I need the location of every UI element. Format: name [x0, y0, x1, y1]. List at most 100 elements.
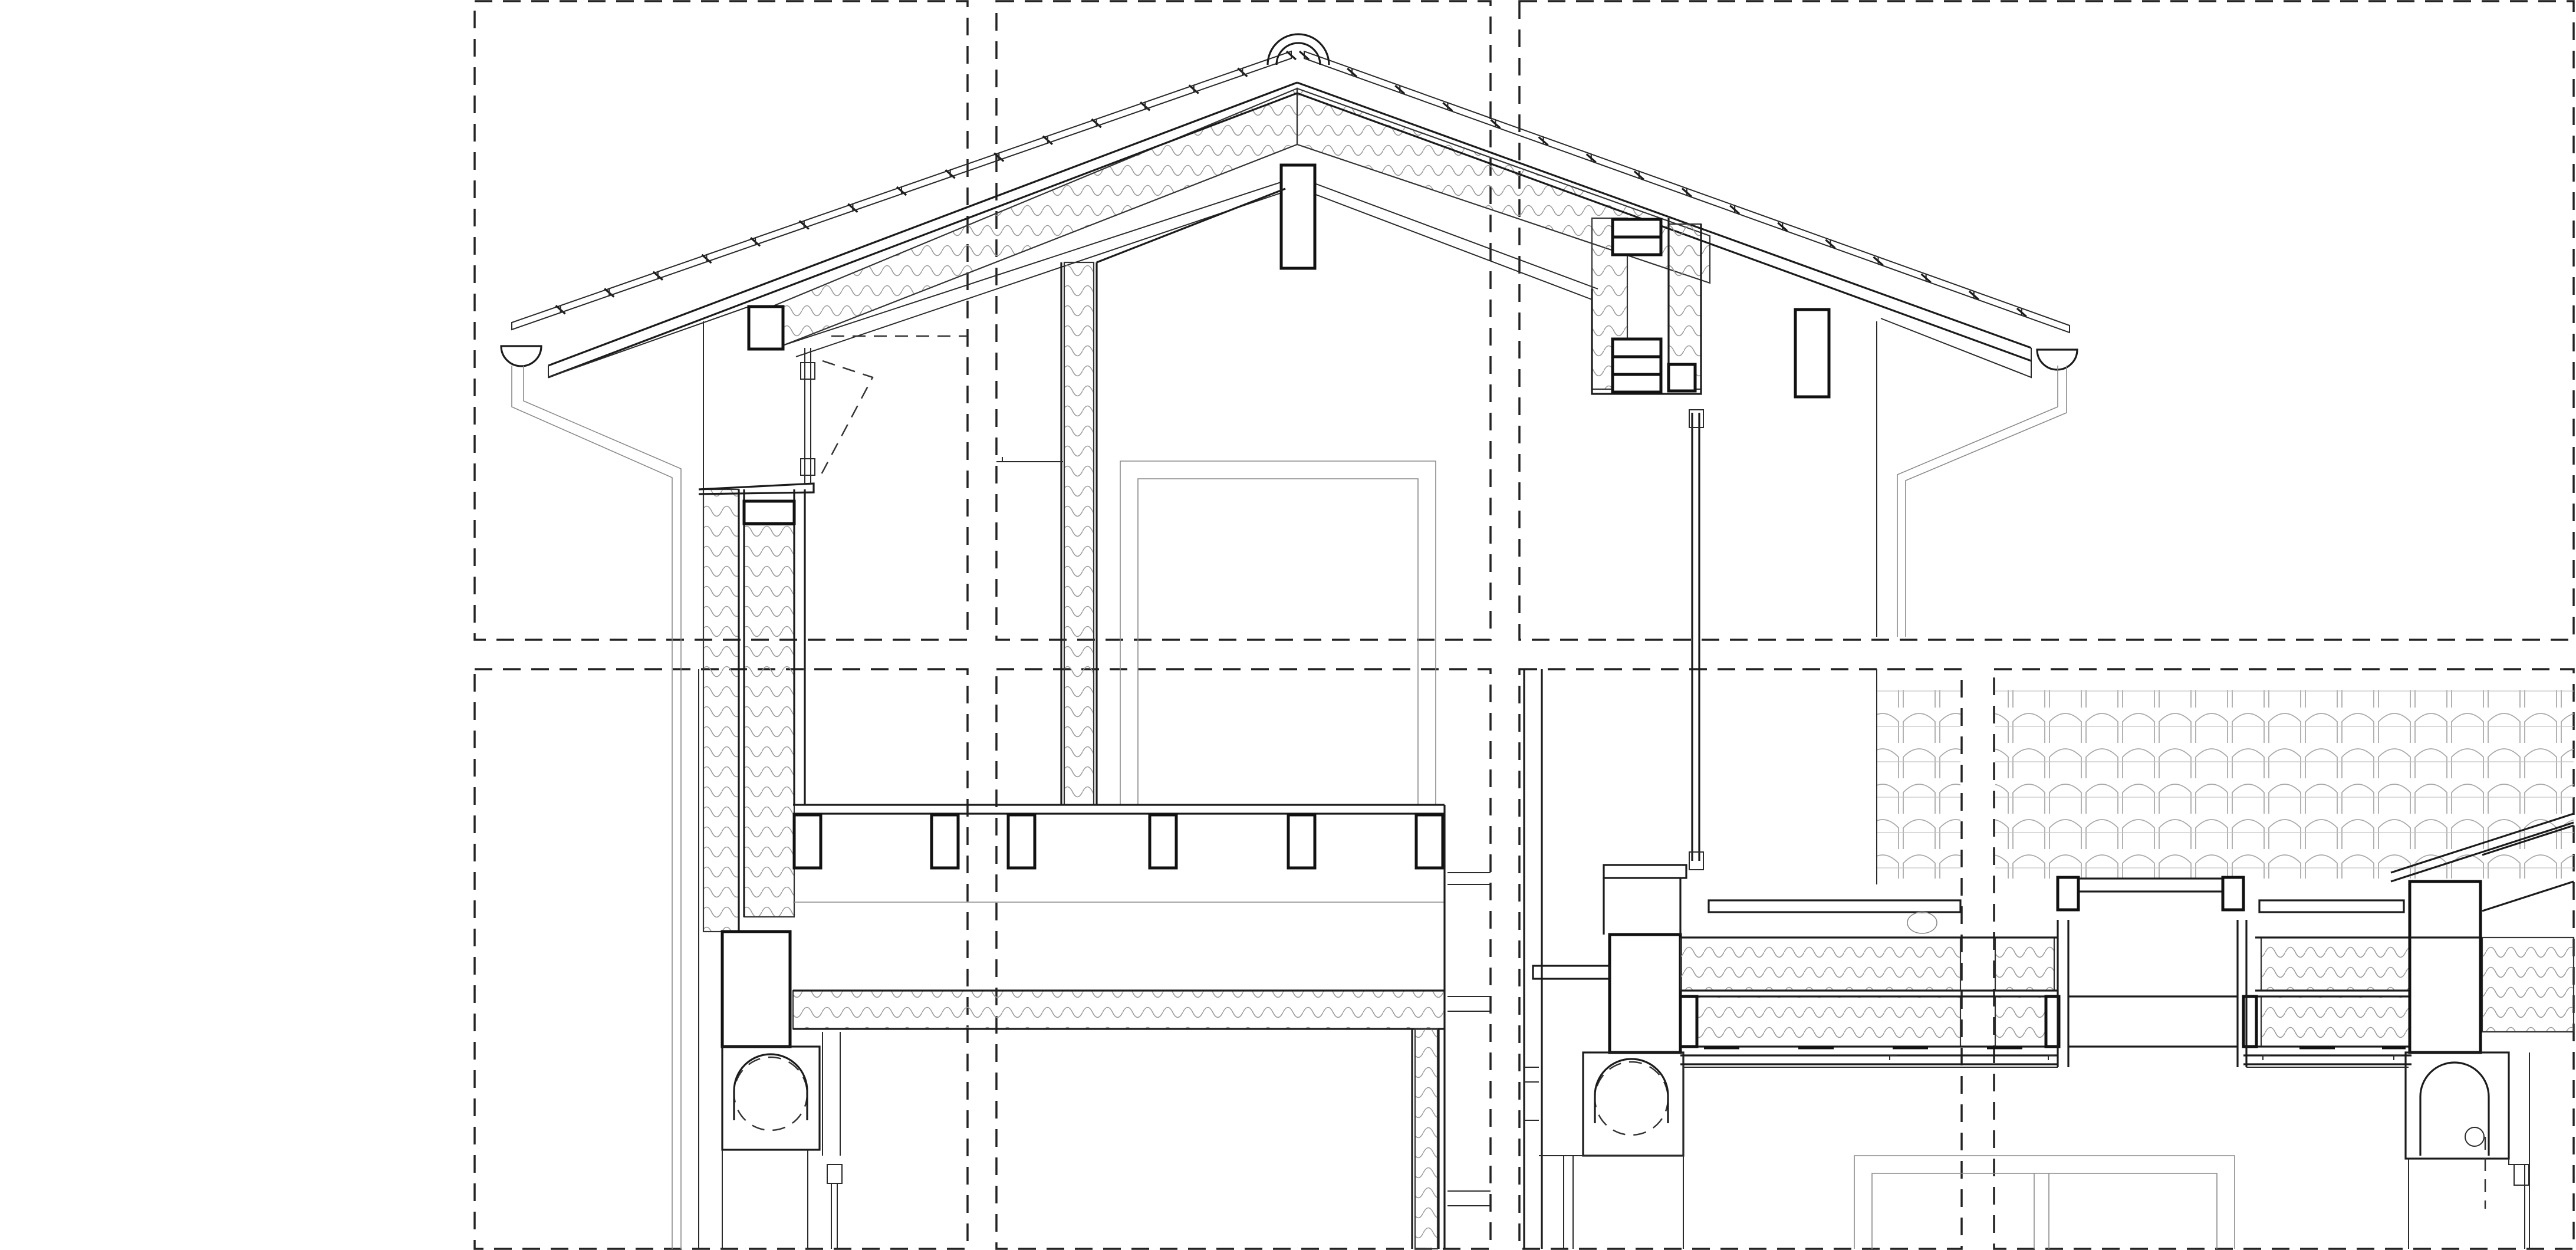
roof-tile — [1447, 101, 1496, 128]
roof-tile-lap — [1442, 101, 1453, 112]
roof-tile — [657, 254, 708, 280]
skylight-insulation-upper-a — [1679, 936, 1962, 992]
roof-tile — [1925, 273, 1975, 300]
right-stack-block-3 — [1611, 337, 1663, 358]
lower-right-bracket — [2514, 1164, 2529, 1186]
ceiling-joists — [792, 813, 1445, 870]
downpipe-bracket-left — [827, 1164, 843, 1184]
roof-tile-lap — [1285, 50, 1297, 61]
roof-tile-lap — [1681, 188, 1693, 198]
roof-tile — [1877, 256, 1927, 282]
skylight — [1679, 812, 2575, 1249]
roof-tile-lap — [1298, 50, 1310, 61]
lower-right-eave-insulation — [2481, 936, 2575, 1033]
roof-tile — [1351, 67, 1401, 94]
skylight-frame-right — [2221, 876, 2245, 912]
roof-tile — [852, 186, 902, 212]
ceiling-joist — [1148, 813, 1178, 870]
left-wall — [698, 305, 967, 1249]
drain-arch-lower-right — [2419, 1061, 2490, 1156]
roof-tile — [1144, 84, 1195, 110]
foundation-block-left — [721, 1045, 821, 1151]
roof-tile-lap — [1873, 256, 1884, 266]
purlin-right — [1794, 308, 1831, 399]
ridge-cap — [1266, 33, 1330, 65]
skylight-insulation-lower-a — [1679, 995, 1962, 1048]
right-stack-block-4 — [1611, 355, 1663, 376]
left-downpipe-lower — [822, 1032, 841, 1156]
roof-tile — [1734, 205, 1784, 231]
roof-tile — [1242, 50, 1292, 77]
roof-tile — [608, 271, 659, 297]
roof-tile-lap — [1825, 239, 1836, 249]
ceiling-joist — [1414, 813, 1445, 870]
window-hardware-2 — [800, 458, 815, 476]
ceiling-joist — [930, 813, 960, 870]
window-hardware-1 — [800, 362, 815, 380]
roof-tile — [998, 135, 1048, 161]
soffit-right — [1297, 176, 1598, 300]
eave-board-left — [548, 306, 749, 379]
partition-dim-tick — [996, 457, 1063, 462]
roof-tile — [1973, 290, 2022, 317]
downpipe-right — [1897, 366, 2067, 637]
roof-tile — [1047, 118, 1097, 144]
roof-outline-right — [1297, 81, 2032, 349]
roof-tile — [1830, 239, 1879, 265]
panel-bottom-right-b — [1993, 668, 2575, 1250]
roof-tile — [755, 220, 805, 246]
floor-insulation-edges — [793, 989, 1445, 1030]
skylight-flashing-right — [2258, 899, 2405, 913]
roof-tile — [949, 152, 1000, 178]
roof-tile — [1095, 101, 1146, 127]
lintel-left — [742, 499, 796, 525]
window-sill-left — [698, 482, 815, 495]
roof-tile — [1590, 153, 1640, 179]
roof-tile-lap — [1538, 136, 1549, 146]
skylight-block-right — [2044, 995, 2061, 1048]
skylight-curb — [2057, 920, 2248, 1067]
right-wall-base — [1539, 1052, 1684, 1249]
right-stack-block-2 — [1611, 235, 1663, 256]
right-wall-upper-block — [1603, 878, 1682, 935]
center-right-wall — [1411, 805, 1446, 1249]
roof-tile-lap — [1633, 170, 1644, 180]
ring-beam-lower-right — [2408, 880, 2482, 1054]
drain-pipe-right — [1594, 1061, 1669, 1136]
ridge-beam — [1279, 163, 1317, 270]
right-stack-block-5 — [1611, 373, 1663, 394]
roof-tile — [1782, 222, 1831, 248]
skylight-glazing — [2062, 877, 2243, 893]
roof-outline-left — [548, 81, 1298, 367]
panel-bottom-left — [473, 668, 969, 1250]
lower-right-base — [2408, 1052, 2530, 1249]
roof-tile-lap — [1777, 222, 1788, 232]
roof-outline-left-lower — [548, 92, 1298, 379]
right-wall-lower-lines — [1523, 669, 1543, 1249]
skylight-insulation-upper-b — [1994, 936, 2055, 992]
skylight-block-left — [1679, 995, 1699, 1048]
sill-ledge-right — [1532, 965, 1611, 980]
roof-tile — [1542, 136, 1592, 162]
left-wall-insulation-inner — [743, 524, 795, 918]
roof-tile — [511, 304, 561, 331]
right-window-frame — [1691, 413, 1700, 861]
roof-tile — [1686, 188, 1736, 213]
right-stack-block-6 — [1667, 363, 1697, 393]
gutter-right — [2036, 348, 2078, 371]
window-swing-left — [818, 360, 874, 478]
eave-board-right — [1880, 318, 2032, 379]
roof-tile — [901, 169, 951, 195]
skylight-frame-left — [2056, 876, 2080, 912]
skylight-pipe — [1907, 912, 1937, 934]
right-stack-block-1 — [1611, 218, 1663, 239]
roof-tiles-right — [1298, 50, 2070, 334]
foundation-lower-right — [2404, 1051, 2510, 1160]
drain-pipe-arch-left — [733, 1053, 808, 1120]
skylight-insulation-upper-c — [2260, 936, 2411, 992]
left-wall-lines — [738, 489, 806, 932]
right-wall — [1523, 217, 1877, 1249]
roof-tiles — [511, 50, 1297, 331]
center-interior — [792, 188, 1491, 1250]
window-sill-right — [1603, 864, 1687, 879]
